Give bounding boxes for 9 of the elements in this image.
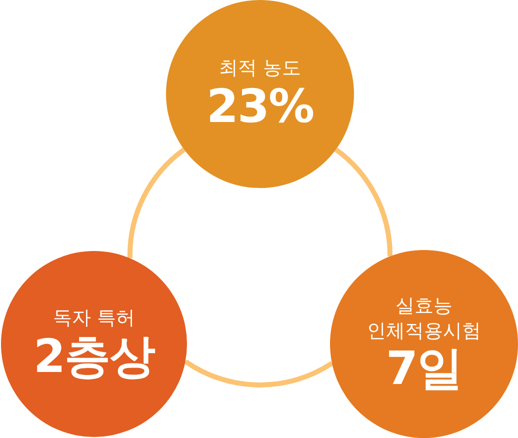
- stat-value: 7일: [386, 343, 462, 394]
- stat-label: 실효능 인체적용시험: [366, 294, 482, 344]
- stat-label: 최적 농도: [218, 56, 302, 82]
- stat-value: 2층상: [33, 331, 154, 382]
- stat-label: 독자 특허: [52, 306, 136, 332]
- ring-connector: [334, 148, 392, 257]
- ring-connector: [184, 359, 334, 388]
- ring-connector: [128, 148, 186, 258]
- stat-value: 23%: [206, 81, 314, 132]
